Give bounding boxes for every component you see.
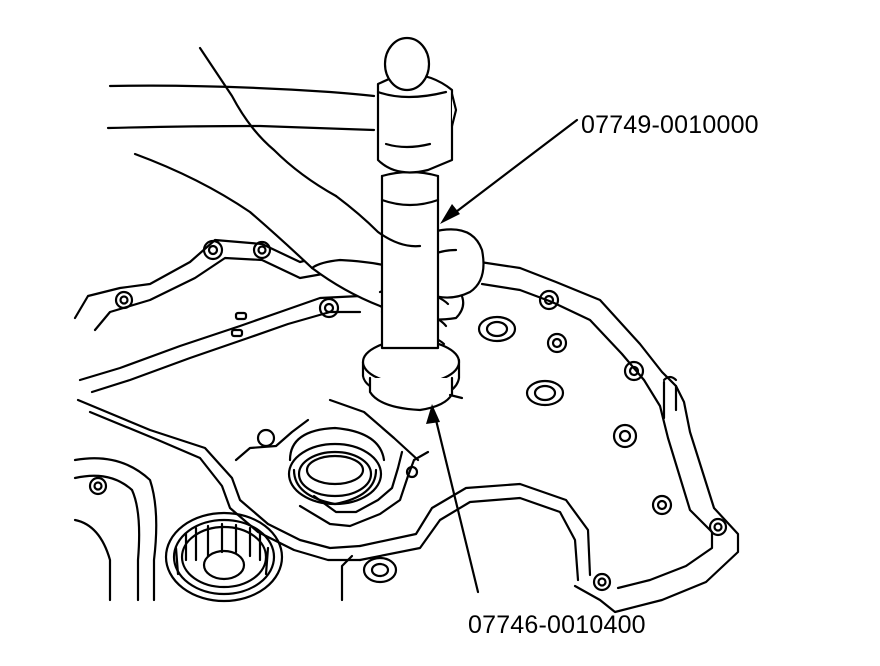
seal-bore	[287, 426, 386, 506]
leader-lines	[434, 118, 579, 594]
callout-driver-handle: 07749-0010000	[581, 111, 759, 139]
arrowhead-bottom	[426, 404, 440, 424]
arrowhead-top	[440, 204, 460, 224]
roller-bearing	[164, 511, 284, 603]
driver-attachment	[361, 338, 464, 412]
hammer	[376, 36, 458, 174]
driver-handle	[380, 170, 440, 350]
callout-driver-attachment: 07746-0010400	[468, 611, 646, 639]
transmission-housing	[73, 238, 740, 614]
hand-upper	[106, 46, 422, 248]
